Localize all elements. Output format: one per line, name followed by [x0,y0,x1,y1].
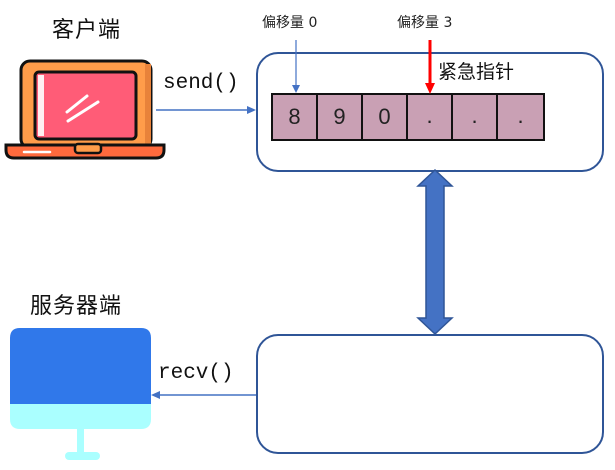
offset-0-label: 偏移量 0 [262,15,318,31]
transfer-double-arrow [416,168,454,336]
offset-3-label: 偏移量 3 [397,15,453,31]
monitor-base [65,452,100,460]
monitor-icon [10,328,151,460]
byte-cell: . [498,95,543,139]
send-arrow-head [247,106,256,114]
client-title: 客户端 [52,18,122,43]
byte-cell: 0 [363,95,408,139]
send-call-label: send() [163,72,239,95]
urgent-pointer-label: 紧急指针 [438,61,515,83]
byte-cell: 9 [318,95,363,139]
server-title: 服务器端 [30,294,123,319]
laptop-icon [4,59,166,160]
monitor-screen [10,328,151,404]
byte-cell: . [408,95,453,139]
laptop-notch [73,142,103,155]
laptop-lid-shade [145,64,151,146]
urgent-arrow-head [425,83,435,94]
screen-glint-2 [66,100,100,123]
recv-arrow-head [151,391,160,399]
byte-cell: . [453,95,498,139]
monitor-bezel [10,404,151,429]
screen-glint-1 [65,94,89,114]
recv-buffer-box [256,334,604,454]
laptop-screen [33,70,138,141]
laptop-screen-glare [38,75,44,136]
byte-cell: 8 [273,95,318,139]
send-buffer-cells: 8 9 0 . . . [271,93,545,141]
offset-0-arrow-head [292,85,300,93]
monitor-stand [77,429,84,454]
recv-call-label: recv() [158,362,234,385]
